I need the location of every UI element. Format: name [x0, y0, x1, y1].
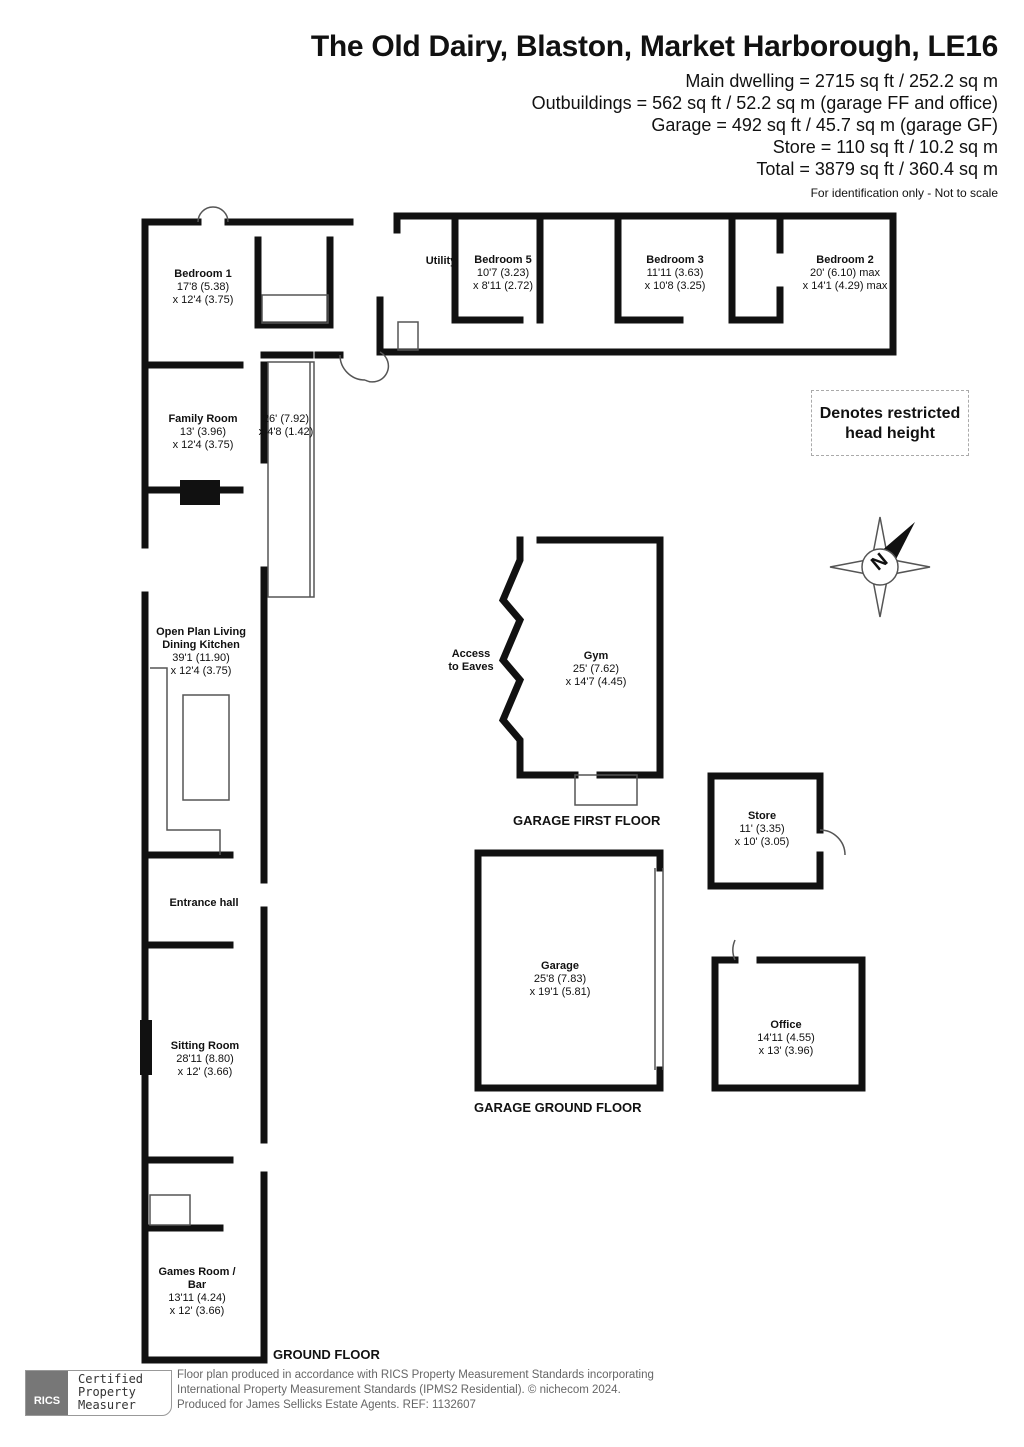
- door-swing: [197, 206, 229, 223]
- room-corridor: 26' (7.92)x 4'8 (1.42): [258, 413, 314, 438]
- kitchen-units: [150, 667, 221, 855]
- room-utility: Utility: [425, 255, 457, 267]
- kitchen-island: [182, 694, 230, 801]
- area-outbuildings: Outbuildings = 562 sq ft / 52.2 sq m (ga…: [531, 93, 998, 113]
- property-title: The Old Dairy, Blaston, Market Harboroug…: [310, 30, 998, 63]
- chimney-breast: [140, 1020, 152, 1075]
- footer-disclaimer: Floor plan produced in accordance with R…: [177, 1369, 654, 1411]
- shower: [261, 294, 329, 324]
- wall: [254, 236, 334, 329]
- area-garage: Garage = 492 sq ft / 45.7 sq m (garage G…: [651, 115, 998, 135]
- rics-logo: RICS: [26, 1371, 68, 1415]
- compass-rose-icon: [829, 516, 931, 618]
- area-total: Total = 3879 sq ft / 360.4 sq m: [756, 159, 998, 179]
- wall: [707, 772, 824, 890]
- scale-note: For identification only - Not to scale: [810, 186, 998, 200]
- area-main: Main dwelling = 2715 sq ft / 252.2 sq m: [685, 71, 998, 91]
- floor-label-ground: GROUND FLOOR: [273, 1347, 380, 1362]
- door-swing: [339, 351, 390, 383]
- wall: [376, 212, 897, 356]
- wall: [711, 956, 866, 1092]
- corridor-glazing: [267, 361, 315, 598]
- chimney-breast: [180, 480, 220, 505]
- wall: [141, 591, 268, 1364]
- shower: [149, 1194, 191, 1226]
- restricted-height-legend: Denotes restricted head height: [811, 390, 969, 456]
- floor-label-garage-ff: GARAGE FIRST FLOOR: [513, 813, 661, 828]
- door-swing: [819, 829, 846, 856]
- stairs: [397, 321, 419, 351]
- room-entrance-hall: Entrance hall: [169, 897, 239, 909]
- door-swing: [732, 939, 736, 961]
- wall: [451, 212, 524, 324]
- area-summary: Main dwelling = 2715 sq ft / 252.2 sq m …: [532, 70, 998, 200]
- wall: [498, 536, 525, 779]
- wall: [728, 212, 784, 324]
- floor-label-garage-gf: GARAGE GROUND FLOOR: [474, 1100, 642, 1115]
- area-store: Store = 110 sq ft / 10.2 sq m: [772, 137, 998, 157]
- wall: [141, 218, 202, 369]
- wall: [614, 212, 684, 324]
- wall: [474, 849, 664, 1092]
- stairs: [574, 774, 638, 806]
